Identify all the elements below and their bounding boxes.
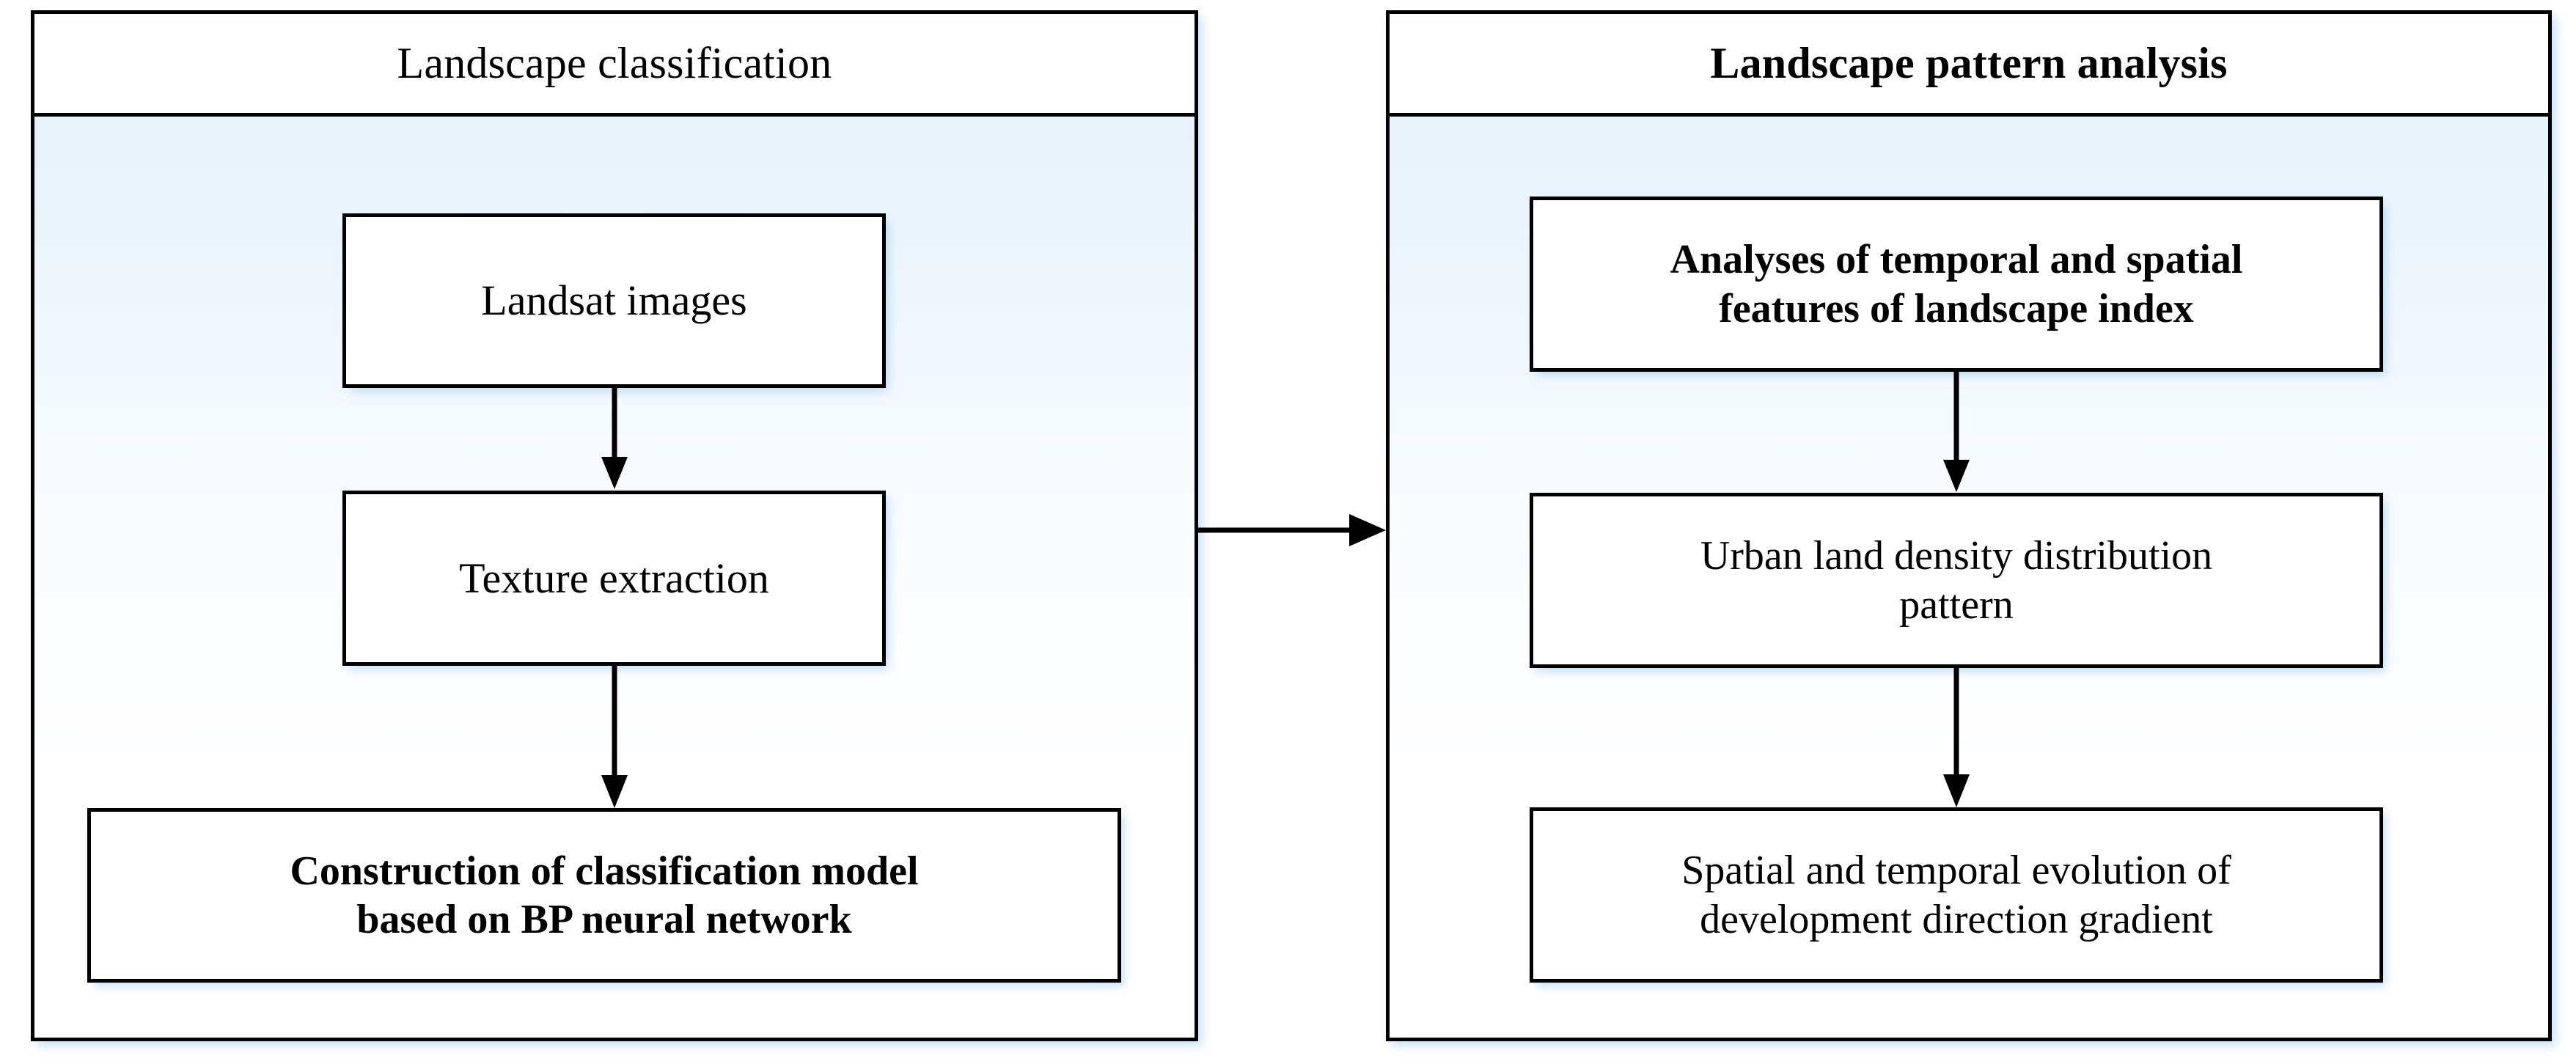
arrow-features-to-density — [1942, 372, 1971, 494]
node-temporal-spatial-features[interactable]: Analyses of temporal and spatial feature… — [1530, 197, 2383, 372]
node-classification-model[interactable]: Construction of classification model bas… — [87, 808, 1121, 983]
node-texture-extraction[interactable]: Texture extraction — [342, 491, 886, 666]
arrow-classification-to-pattern — [1195, 513, 1387, 547]
node-label-urban-land-density-line1: Urban land density distribution — [1700, 533, 2213, 579]
arrow-density-to-gradient — [1942, 668, 1971, 809]
node-label-development-gradient: Spatial and temporal evolution of develo… — [1673, 846, 2240, 943]
node-label-temporal-spatial-features: Analyses of temporal and spatial feature… — [1662, 235, 2252, 332]
node-development-gradient[interactable]: Spatial and temporal evolution of develo… — [1530, 807, 2383, 983]
node-label-classification-model: Construction of classification model bas… — [281, 847, 927, 944]
node-label-development-gradient-line2: development direction gradient — [1700, 896, 2213, 942]
panel-title-landscape-classification: Landscape classification — [397, 39, 832, 87]
node-label-urban-land-density: Urban land density distribution pattern — [1692, 532, 2221, 628]
node-label-temporal-spatial-features-line1: Analyses of temporal and spatial — [1670, 237, 2243, 283]
node-urban-land-density[interactable]: Urban land density distribution pattern — [1530, 493, 2383, 668]
node-label-temporal-spatial-features-line2: features of landscape index — [1719, 285, 2194, 331]
node-label-texture-extraction: Texture extraction — [459, 554, 769, 602]
panel-header-landscape-classification: Landscape classification — [34, 14, 1195, 117]
node-label-development-gradient-line1: Spatial and temporal evolution of — [1681, 848, 2231, 894]
arrow-landsat-to-texture — [600, 388, 629, 491]
panel-header-landscape-pattern-analysis: Landscape pattern analysis — [1390, 14, 2548, 117]
node-label-urban-land-density-line2: pattern — [1899, 581, 2014, 628]
arrow-texture-to-model — [600, 666, 629, 810]
node-label-classification-model-line2: based on BP neural network — [356, 897, 852, 942]
node-label-classification-model-line1: Construction of classification model — [290, 848, 919, 894]
panel-title-landscape-pattern-analysis: Landscape pattern analysis — [1710, 39, 2228, 87]
node-label-landsat-images: Landsat images — [481, 276, 747, 325]
node-landsat-images[interactable]: Landsat images — [342, 213, 886, 388]
